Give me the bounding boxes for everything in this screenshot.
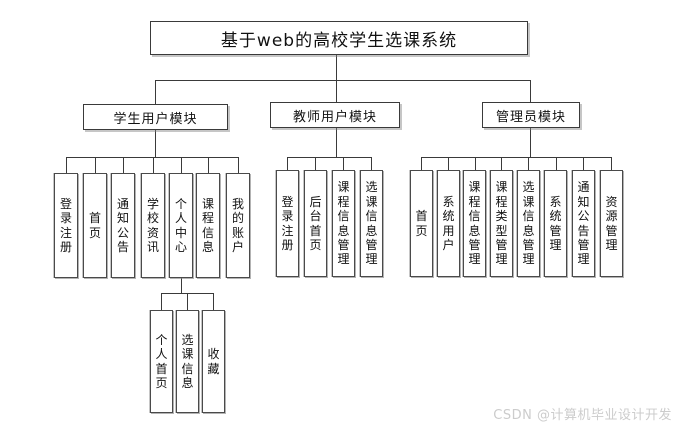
connector-line <box>66 157 67 173</box>
leaf-label: 课程信息管理 <box>337 180 350 267</box>
leaf-label: 首页 <box>88 211 101 240</box>
leaf-teacher-course-info-mgmt: 课程信息管理 <box>332 170 355 277</box>
leaf-pc-favorites: 收藏 <box>202 310 225 413</box>
leaf-admin-course-type-mgmt: 课程类型管理 <box>490 170 513 277</box>
module-student: 学生用户模块 <box>83 104 228 130</box>
connector-line <box>421 157 422 170</box>
connector-line <box>371 157 372 170</box>
leaf-teacher-course-selection-mgmt: 选课信息管理 <box>360 170 383 277</box>
leaf-label: 登录注册 <box>59 196 72 254</box>
leaf-teacher-backend-home: 后台首页 <box>304 170 327 277</box>
leaf-admin-resource-mgmt: 资源管理 <box>600 170 623 277</box>
leaf-label: 我的账户 <box>231 196 244 254</box>
leaf-pc-course-selection-info: 选课信息 <box>176 310 199 413</box>
leaf-teacher-login-register: 登录注册 <box>276 170 299 277</box>
connector-line <box>238 157 239 173</box>
connector-line <box>530 128 531 157</box>
leaf-admin-home: 首页 <box>410 170 433 277</box>
connector-line <box>66 157 239 158</box>
connector-line <box>181 157 182 173</box>
leaf-label: 资源管理 <box>605 194 618 252</box>
connector-line <box>95 157 96 173</box>
connector-line <box>153 157 154 173</box>
leaf-label: 个人中心 <box>174 196 187 254</box>
connector-line <box>343 157 344 170</box>
leaf-label: 后台首页 <box>309 194 322 252</box>
leaf-admin-system-mgmt: 系统管理 <box>544 170 567 277</box>
leaf-label: 课程信息管理 <box>468 180 481 267</box>
connector-line <box>155 130 156 157</box>
connector-line <box>155 80 156 104</box>
leaf-label: 登录注册 <box>281 194 294 252</box>
leaf-label: 学校资讯 <box>146 196 159 254</box>
leaf-label: 收藏 <box>207 347 220 376</box>
module-admin: 管理员模块 <box>482 102 580 128</box>
module-admin-label: 管理员模块 <box>495 109 566 125</box>
connector-line <box>315 157 316 170</box>
connector-line <box>336 55 337 102</box>
leaf-label: 个人首页 <box>155 332 168 390</box>
diagram-title-box: 基于web的高校学生选课系统 <box>150 21 528 55</box>
connector-line <box>475 157 476 170</box>
connector-line <box>287 157 288 170</box>
connector-line <box>530 80 531 102</box>
diagram-title: 基于web的高校学生选课系统 <box>220 30 458 51</box>
connector-line <box>556 157 557 170</box>
leaf-label: 课程信息 <box>201 196 214 254</box>
csdn-watermark: CSDN @计算机毕业设计开发 <box>493 408 672 423</box>
connector-line <box>161 293 162 310</box>
connector-line <box>287 157 372 158</box>
connector-line <box>187 293 188 310</box>
module-teacher: 教师用户模块 <box>270 102 400 128</box>
connector-line <box>501 157 502 170</box>
leaf-student-notice: 通知公告 <box>111 173 135 278</box>
leaf-admin-system-users: 系统用户 <box>437 170 460 277</box>
connector-line <box>528 157 529 170</box>
leaf-admin-notice-mgmt: 通知公告管理 <box>572 170 595 277</box>
connector-line <box>181 278 182 293</box>
leaf-label: 首页 <box>415 209 428 238</box>
leaf-student-login-register: 登录注册 <box>54 173 78 278</box>
leaf-label: 选课信息管理 <box>365 180 378 267</box>
leaf-student-my-account: 我的账户 <box>226 173 250 278</box>
connector-line <box>421 157 612 158</box>
connector-line <box>213 293 214 310</box>
leaf-label: 选课信息管理 <box>522 180 535 267</box>
leaf-label: 通知公告 <box>116 196 129 254</box>
connector-line <box>155 80 531 81</box>
leaf-student-school-news: 学校资讯 <box>141 173 165 278</box>
leaf-label: 系统用户 <box>442 194 455 252</box>
leaf-student-personal-center: 个人中心 <box>169 173 193 278</box>
connector-line <box>123 157 124 173</box>
leaf-admin-course-selection-mgmt: 选课信息管理 <box>517 170 540 277</box>
leaf-label: 选课信息 <box>181 332 194 390</box>
connector-line <box>336 128 337 157</box>
connector-line <box>583 157 584 170</box>
module-teacher-label: 教师用户模块 <box>292 109 377 125</box>
leaf-student-home: 首页 <box>83 173 107 278</box>
leaf-admin-course-info-mgmt: 课程信息管理 <box>463 170 486 277</box>
connector-line <box>448 157 449 170</box>
leaf-student-course-info: 课程信息 <box>196 173 220 278</box>
leaf-pc-personal-home: 个人首页 <box>150 310 173 413</box>
connector-line <box>611 157 612 170</box>
leaf-label: 通知公告管理 <box>577 180 590 267</box>
module-student-label: 学生用户模块 <box>113 111 198 127</box>
connector-line <box>208 157 209 173</box>
leaf-label: 课程类型管理 <box>495 180 508 267</box>
leaf-label: 系统管理 <box>549 194 562 252</box>
